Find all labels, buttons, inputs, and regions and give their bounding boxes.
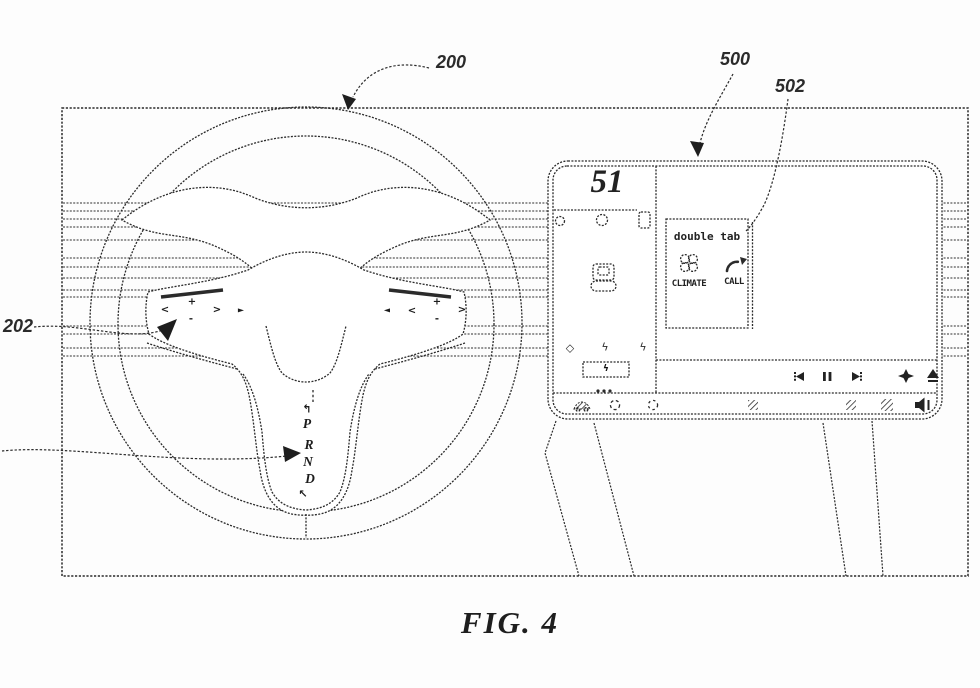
- arrowhead-gear: [283, 446, 301, 462]
- call-phone-icon: [725, 257, 747, 273]
- gear-park: P: [302, 416, 312, 431]
- status-ring-icon: [595, 213, 609, 227]
- leader-gear: [1, 449, 288, 460]
- leader-500: [699, 73, 734, 144]
- bolt-icon-right: ϟ: [639, 340, 647, 354]
- phone-app-icon: [846, 400, 856, 410]
- right-cluster-up-button: +: [432, 296, 442, 308]
- car-app-icon: [573, 401, 591, 412]
- favorite-icon: [898, 369, 914, 383]
- popup-call-label: CALL: [724, 277, 744, 287]
- previous-track-icon: [794, 372, 804, 381]
- right-cluster-right-button: >: [457, 304, 467, 316]
- pause-icon: [823, 372, 832, 381]
- left-cluster-left-button: <: [160, 304, 170, 316]
- popup-card: [665, 218, 754, 329]
- arrowhead-202: [157, 319, 177, 341]
- callout-label-502: 502: [775, 76, 806, 96]
- media-controls: [794, 369, 939, 383]
- wheel-center-pad: [145, 251, 467, 516]
- gear-top-icon: ↰: [302, 402, 312, 416]
- fan-app-icon: [647, 399, 659, 411]
- wheel-rim-inner: [117, 135, 495, 513]
- climate-fan-icon: [679, 253, 699, 273]
- leader-202: [33, 325, 164, 335]
- eject-icon: [927, 369, 939, 382]
- diamond-icon: ◇: [565, 341, 575, 355]
- arrowhead-200: [342, 94, 356, 110]
- right-cluster-media-icon: ◄: [383, 305, 391, 315]
- popup-climate-label: CLIMATE: [671, 279, 707, 289]
- left-cluster-right-button: >: [212, 304, 222, 316]
- right-cluster-left-button: <: [407, 305, 417, 317]
- scroll-bar-right: [388, 288, 452, 299]
- music-app-icon: [748, 400, 758, 410]
- charge-bolt-icon: ϟ: [603, 364, 609, 374]
- car-status-icon: [590, 263, 617, 292]
- steering-wheel: [89, 106, 523, 540]
- gear-bottom-icon: ↖: [298, 487, 308, 501]
- battery-icon: [638, 211, 651, 229]
- right-cluster-down-button: -: [434, 313, 440, 325]
- volume-icon: [915, 397, 930, 413]
- bolt-icon-left: ϟ: [601, 340, 609, 354]
- popup-title: double tab: [673, 230, 741, 243]
- left-cluster-down-button: -: [188, 313, 194, 325]
- drawing-frame: [61, 107, 969, 577]
- gear-neutral: N: [303, 454, 313, 469]
- wheel-top-spokes: [120, 186, 492, 285]
- status-dot-icon: [554, 215, 566, 227]
- speed-readout: 51: [590, 164, 624, 200]
- callout-arrowheads: [157, 94, 704, 462]
- touchscreen: [547, 160, 943, 420]
- screen-stand: [544, 420, 884, 577]
- arrowhead-500: [690, 141, 704, 157]
- gear-drive: D: [305, 471, 315, 486]
- charge-dots: [596, 389, 612, 393]
- callout-label-202: 202: [3, 316, 34, 336]
- launcher-row: [573, 397, 930, 413]
- screen-bezel-inner: [552, 165, 938, 415]
- gear-reverse: R: [304, 437, 314, 452]
- figure-caption: FIG. 4: [460, 605, 560, 640]
- pad-center-notch: [265, 325, 347, 383]
- defrost-app-icon: [609, 399, 621, 411]
- next-track-icon: [852, 372, 862, 381]
- leader-200: [352, 64, 430, 98]
- callout-label-500: 500: [720, 49, 751, 69]
- callout-leaders: [1, 64, 789, 460]
- left-cluster-up-button: +: [187, 296, 197, 308]
- leader-502: [745, 98, 789, 232]
- scroll-bar-left: [160, 288, 224, 299]
- callout-label-200: 200: [436, 52, 467, 72]
- apps-grid-icon: [881, 399, 893, 411]
- column-inner-wall: [242, 373, 370, 511]
- wheel-rim-outer: [89, 106, 523, 540]
- left-cluster-media-icon: ►: [237, 305, 245, 315]
